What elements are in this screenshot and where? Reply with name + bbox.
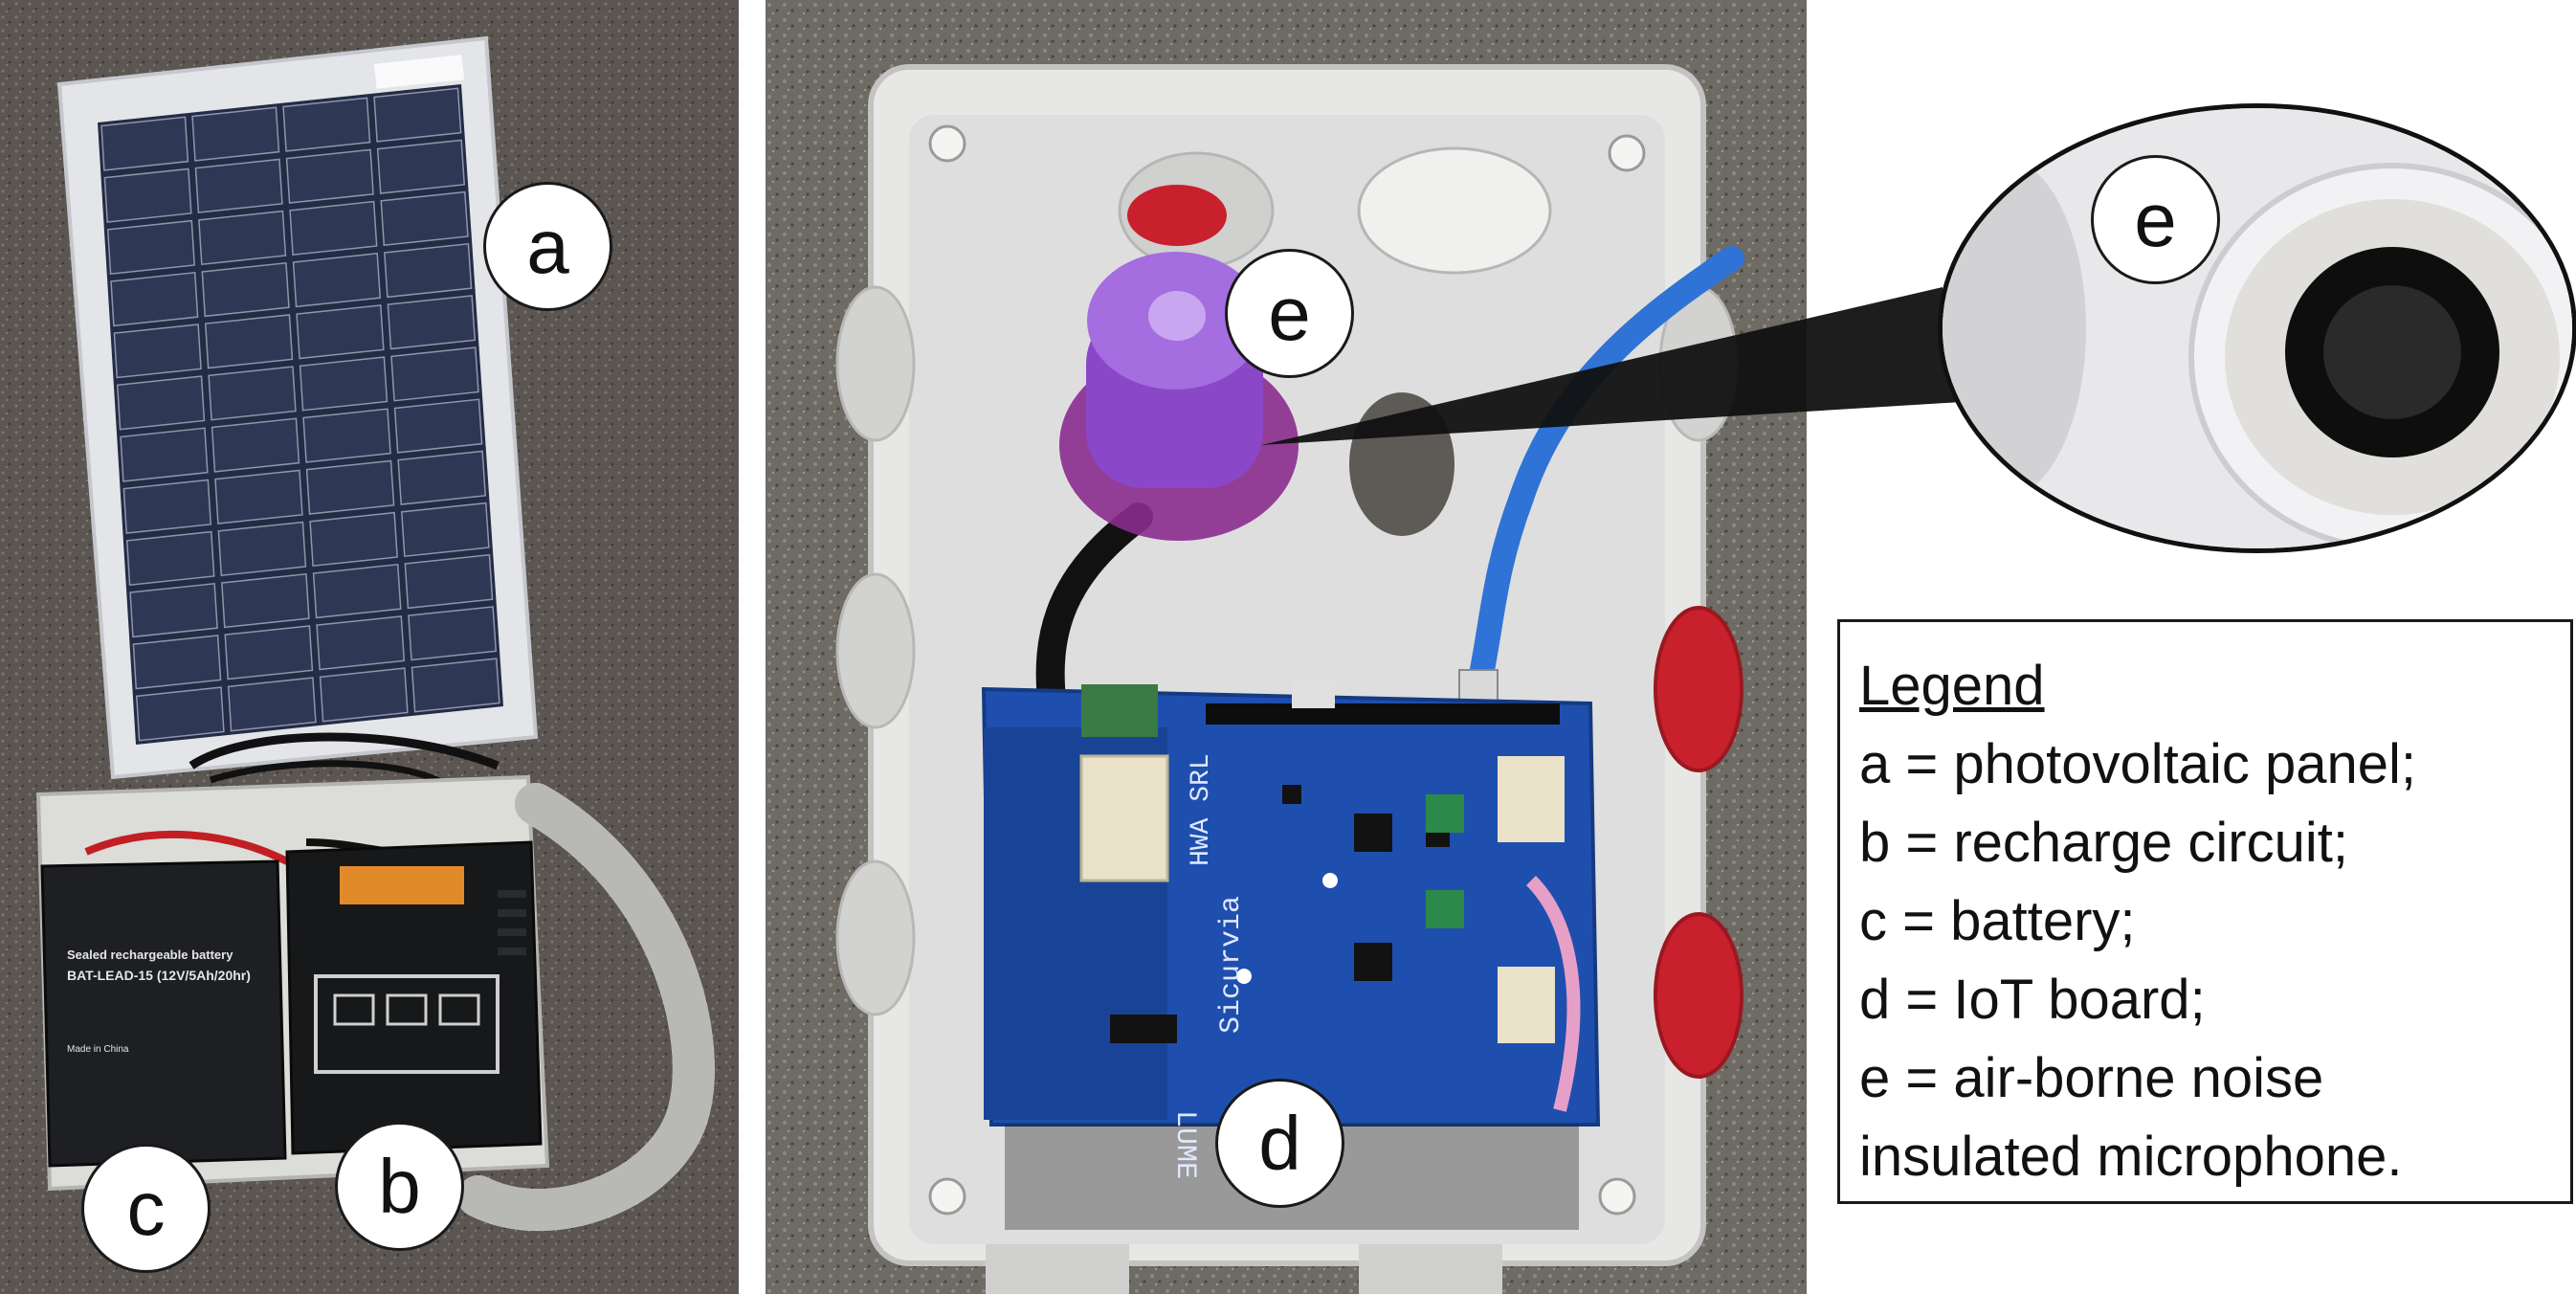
legend-item: c = battery;	[1859, 890, 2136, 952]
solar-cell	[208, 366, 297, 421]
left-photo: Sealed rechargeable battery BAT-LEAD-15 …	[0, 0, 739, 1294]
legend-item: d = IoT board;	[1859, 969, 2206, 1031]
microphone-zoom-illustration	[1943, 108, 2572, 548]
callout-d: d	[1215, 1079, 1344, 1208]
microphone-zoom-inset	[1938, 103, 2576, 553]
solar-cell	[376, 139, 466, 194]
solar-cell	[217, 521, 307, 577]
solar-cell	[285, 148, 374, 204]
solar-cell	[214, 469, 303, 524]
solar-cell	[312, 563, 402, 619]
middle-photo: HWA SRL Sicurvia LUME	[766, 0, 1807, 1294]
battery-label-origin: Made in China	[67, 1044, 129, 1055]
battery	[40, 859, 287, 1168]
solar-cell	[309, 511, 398, 568]
solar-cell	[397, 450, 487, 505]
solar-cell	[400, 502, 490, 558]
solar-cell	[120, 427, 209, 482]
recharge-circuit	[285, 840, 543, 1155]
solar-panel-cells	[100, 87, 500, 742]
solar-cell	[204, 314, 294, 369]
solar-cell	[390, 346, 479, 402]
solar-cell	[191, 106, 280, 162]
solar-cell	[100, 116, 189, 171]
solar-cell	[116, 375, 206, 431]
solar-cell	[132, 635, 222, 690]
solar-cell	[103, 167, 192, 223]
middle-photo-illustration	[766, 0, 1807, 1294]
battery-label: Sealed rechargeable battery BAT-LEAD-15 …	[67, 948, 268, 1055]
legend-box: Legend a = photovoltaic panel; b = recha…	[1837, 619, 2573, 1204]
solar-cell	[129, 582, 218, 638]
callout-e-zoom: e	[2091, 155, 2220, 284]
legend-item: insulated microphone.	[1859, 1126, 2403, 1188]
solar-cell	[201, 261, 290, 318]
legend-item: e = air-borne noise	[1859, 1047, 2324, 1109]
solar-cell	[194, 158, 283, 213]
solar-cell	[299, 356, 389, 412]
solar-cell	[296, 304, 385, 360]
solar-cell	[110, 271, 199, 327]
legend-item: b = recharge circuit;	[1859, 812, 2348, 874]
legend-item: a = photovoltaic panel;	[1859, 733, 2417, 795]
callout-a: a	[483, 182, 612, 311]
solar-cell	[316, 615, 406, 671]
solar-cell	[404, 553, 494, 610]
legend-list: a = photovoltaic panel; b = recharge cir…	[1859, 725, 2570, 1196]
solar-cell	[227, 677, 317, 732]
solar-cell	[411, 658, 500, 713]
solar-cell	[289, 200, 378, 257]
solar-cell	[319, 667, 409, 723]
solar-cell	[106, 219, 195, 276]
solar-cell	[384, 242, 473, 299]
callout-c: c	[81, 1144, 211, 1273]
solar-cell	[393, 398, 483, 454]
solar-cell	[224, 625, 314, 680]
legend-title: Legend	[1859, 655, 2045, 717]
solar-cell	[122, 479, 212, 534]
battery-label-model: BAT-LEAD-15 (12V/5Ah/20hr)	[67, 968, 251, 983]
solar-cell	[380, 190, 469, 247]
solar-cell	[282, 97, 371, 152]
battery-label-brand: Sealed rechargeable battery	[67, 948, 233, 962]
callout-e-main: e	[1225, 249, 1354, 378]
solar-cell	[135, 686, 225, 742]
usb-cable	[1466, 246, 1744, 702]
solar-cell	[387, 295, 477, 350]
solar-cell	[305, 459, 395, 515]
solar-cell	[373, 87, 462, 143]
solar-cell	[125, 530, 215, 587]
callout-b: b	[335, 1122, 464, 1251]
solar-cell	[198, 210, 287, 266]
solar-cell	[221, 572, 310, 629]
solar-cell	[211, 417, 300, 473]
solar-cell	[408, 606, 498, 661]
left-photo-illustration	[0, 0, 739, 1294]
solar-cell	[302, 408, 391, 463]
solar-cell	[113, 324, 202, 379]
solar-cell	[292, 252, 382, 308]
